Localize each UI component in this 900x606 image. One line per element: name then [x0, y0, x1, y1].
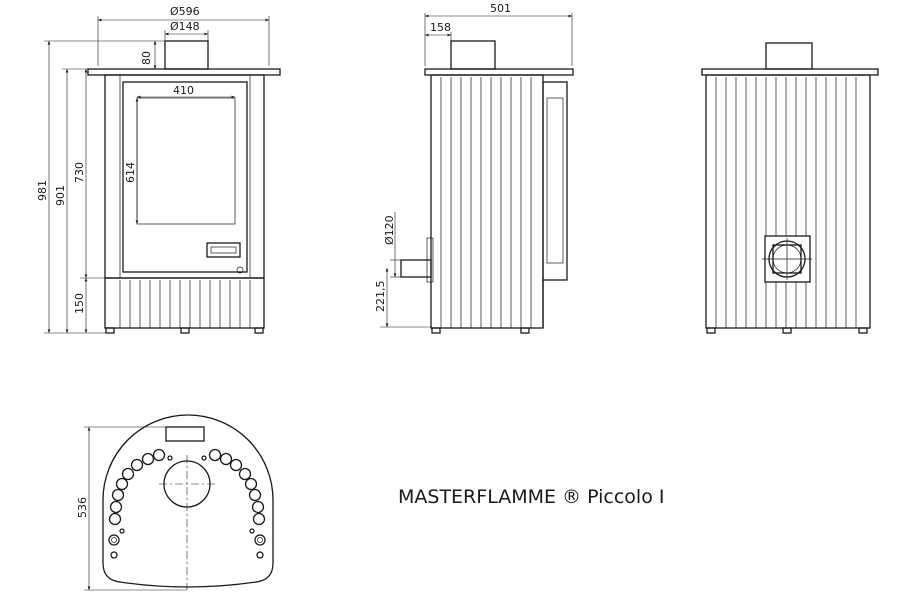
- front-view: Ø596 Ø148 80 410 614 981 901 730 150: [36, 5, 281, 334]
- dim-door-zone-height: 730: [73, 162, 86, 183]
- product-title: MASTERFLAMME ® Piccolo I: [398, 486, 665, 508]
- side-door-profile: [542, 81, 568, 281]
- dim-flue-diameter: Ø148: [170, 20, 200, 33]
- dim-flue-height: 80: [140, 51, 153, 65]
- dim-base-height: 150: [73, 293, 86, 314]
- door: [122, 81, 248, 273]
- dim-plan-depth: 536: [76, 497, 89, 518]
- dim-air-inlet-height: 221,5: [374, 281, 387, 313]
- dim-total-height: 981: [36, 180, 49, 201]
- door-knob: [236, 266, 244, 274]
- side-ribs: [440, 77, 532, 328]
- door-handle: [206, 242, 241, 258]
- dim-air-inlet-diameter: Ø120: [383, 215, 396, 245]
- door-glass: [136, 97, 236, 225]
- back-flue-pipe: [765, 42, 813, 70]
- dim-front-width: Ø596: [170, 5, 200, 18]
- back-ribs: [715, 77, 857, 328]
- side-view: 501 158 Ø120 221,5: [374, 2, 574, 334]
- top-flue-stub: [165, 426, 205, 442]
- air-inlet: [400, 259, 432, 278]
- top-view: 536: [76, 414, 274, 591]
- dim-door-height: 614: [124, 162, 137, 183]
- dim-body-height: 901: [54, 185, 67, 206]
- rear-air-inlet: [762, 235, 812, 283]
- flue-pipe: [164, 40, 209, 70]
- convection-holes: [108, 448, 266, 526]
- dim-side-depth: 501: [490, 2, 511, 15]
- back-view: [701, 42, 879, 334]
- dim-door-width: 410: [173, 84, 194, 97]
- dim-flue-offset: 158: [430, 21, 451, 34]
- base-ribs: [119, 280, 251, 328]
- side-flue-pipe: [450, 40, 496, 70]
